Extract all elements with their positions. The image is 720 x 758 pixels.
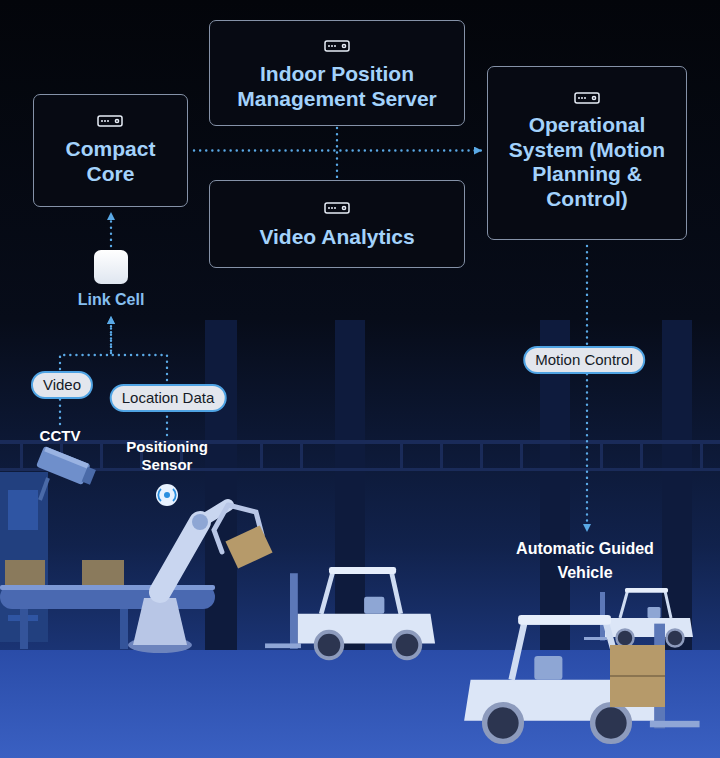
edge-label: Location Data	[110, 384, 227, 412]
agv-forklift	[464, 615, 699, 741]
node-text: Automatic Guided Vehicle	[500, 537, 670, 585]
positioning-sensor-symbol	[156, 484, 178, 506]
warehouse-railing	[0, 440, 720, 471]
sensor-label: Positioning Sensor	[112, 438, 222, 474]
cctv-label: CCTV	[25, 427, 95, 445]
edge-label: Motion Control	[523, 346, 645, 374]
node-text: CCTV	[25, 427, 95, 445]
server-icon	[98, 41, 599, 213]
link-cell: Link Cell	[66, 250, 156, 310]
node-text: Compact Core	[56, 137, 166, 186]
node-text: Positioning Sensor	[112, 438, 222, 474]
node-text: Video Analytics	[221, 225, 453, 250]
warehouse-columns	[205, 320, 692, 655]
dotted-connector	[336, 128, 338, 178]
core-box: Compact Core	[33, 94, 188, 207]
node-text: Operational System (Motion Planning & Co…	[497, 113, 677, 211]
edge-label: Video	[31, 371, 93, 399]
node-text: Indoor Position Management Server	[221, 62, 453, 111]
dotted-connector	[586, 246, 588, 531]
node-text: Link Cell	[66, 290, 156, 310]
agv-label: Automatic Guided Vehicle	[500, 537, 670, 585]
cargo-boxes	[610, 645, 665, 707]
server-box: Indoor Position Management Server	[209, 20, 465, 126]
agv-forklift	[265, 567, 435, 658]
link-cell-icon	[94, 250, 128, 284]
dotted-connector	[110, 213, 112, 246]
server-icon-dots	[101, 45, 586, 209]
dotted-connector	[111, 317, 167, 435]
system-box: Operational System (Motion Planning & Co…	[487, 66, 687, 240]
robot-arm	[128, 505, 273, 653]
analytics-box: Video Analytics	[209, 180, 465, 268]
dotted-connector	[194, 149, 481, 151]
camera-mount	[40, 478, 48, 500]
